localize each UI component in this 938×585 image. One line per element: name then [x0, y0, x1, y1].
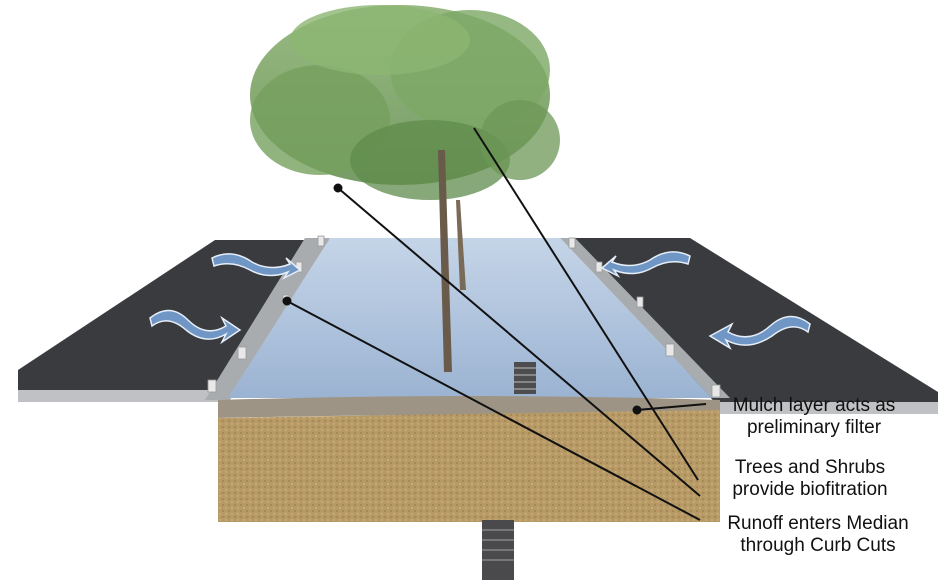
trees-shrubs-callout: Trees and Shrubs provide biofitration — [700, 457, 920, 501]
runoff-callout: Runoff enters Median through Curb Cuts — [700, 513, 936, 557]
mulch-callout-line-1: Mulch layer acts as — [732, 395, 896, 416]
flow-arrow-right-top — [600, 251, 691, 278]
flow-arrow-left-bottom — [149, 309, 242, 345]
mulch-callout-line-2: preliminary filter — [746, 417, 882, 438]
trees-callout-line-1: Trees and Shrubs — [734, 457, 886, 478]
trees-callout-line-2: provide biofitration — [732, 479, 888, 500]
flow-arrow-left-top — [211, 253, 302, 280]
runoff-callout-line-1: Runoff enters Median — [727, 513, 909, 534]
left-curb — [205, 238, 330, 400]
runoff-callout-line-2: through Curb Cuts — [740, 535, 896, 556]
left-road-edge — [18, 390, 225, 402]
runoff-flow-arrows — [149, 251, 811, 350]
tree-trunks — [438, 150, 466, 372]
right-roadway — [565, 238, 938, 408]
mulch-layer-callout: Mulch layer acts as preliminary filter — [704, 395, 924, 439]
ponded-water — [228, 238, 712, 398]
right-curb — [560, 238, 730, 398]
flow-arrow-right-bottom — [708, 315, 811, 350]
curb-cut-markers — [207, 235, 721, 398]
soil-block — [218, 410, 720, 522]
tree-canopy — [250, 5, 560, 200]
overflow-riser — [514, 362, 536, 394]
callout-leaders — [282, 127, 707, 521]
